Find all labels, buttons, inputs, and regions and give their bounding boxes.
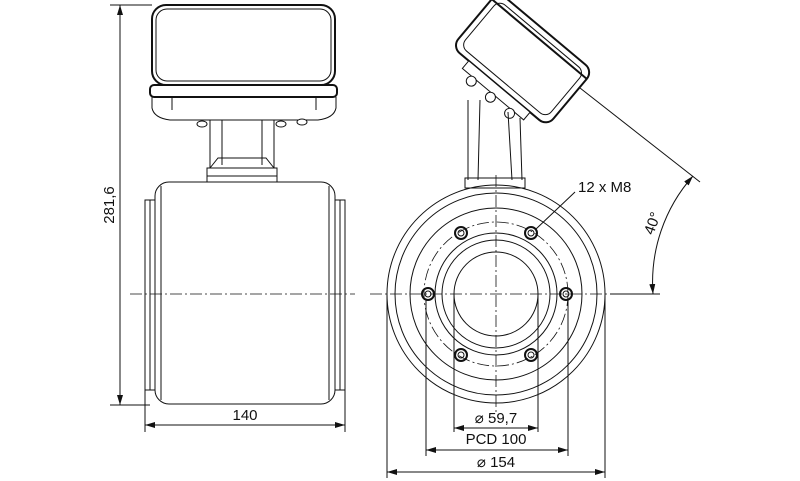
- bore-label: ⌀ 59,7: [475, 410, 517, 427]
- bolt-label: 12 x M8: [578, 179, 631, 196]
- transmitter-head: [149, 4, 338, 128]
- tilted-head: [455, 0, 591, 124]
- flange: [370, 175, 620, 415]
- neck: [206, 119, 278, 183]
- angle-dimension: 40°: [579, 87, 701, 295]
- pcd-label: PCD 100: [466, 431, 527, 448]
- length-dimension: 140: [144, 390, 346, 432]
- bolt-holes: [421, 226, 573, 362]
- front-view: 12 x M8 40° ⌀ 59,7 PCD 100 ⌀ 154: [370, 0, 701, 478]
- diameter-dimensions: ⌀ 59,7 PCD 100 ⌀ 154: [386, 294, 606, 478]
- angle-label: 40°: [641, 210, 665, 237]
- front-neck: [464, 99, 526, 189]
- height-dimension: 281,6: [101, 4, 152, 406]
- length-label: 140: [232, 407, 257, 424]
- sensor-body: [130, 181, 355, 405]
- height-label: 281,6: [101, 186, 118, 224]
- outer-label: ⌀ 154: [477, 454, 515, 471]
- bolt-callout: 12 x M8: [535, 179, 631, 230]
- side-view: 281,6 140: [101, 4, 355, 432]
